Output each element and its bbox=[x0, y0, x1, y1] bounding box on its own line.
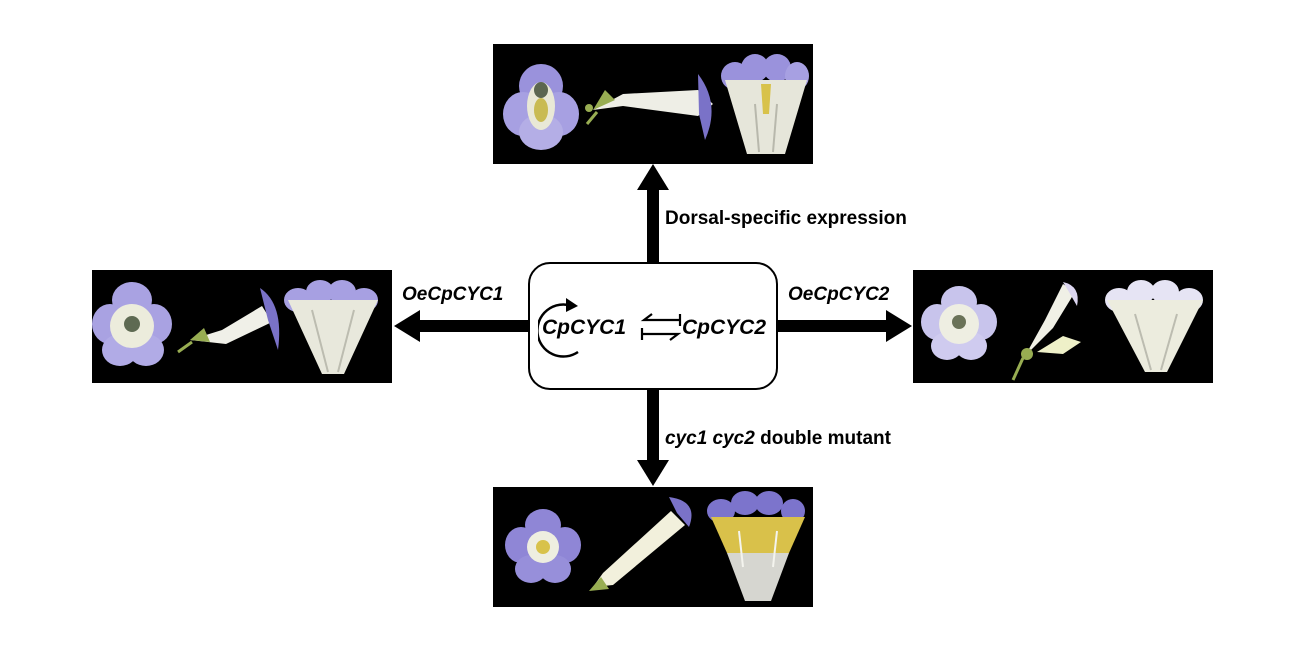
label-oecpcyc1: OeCpCYC1 bbox=[402, 284, 504, 305]
arrow-right bbox=[778, 310, 912, 342]
gene-cpcyc1-label: CpCYC1 bbox=[542, 316, 627, 339]
arrow-left bbox=[394, 310, 528, 342]
flower-dissected-view bbox=[1105, 280, 1203, 372]
flower-front-view bbox=[921, 286, 997, 360]
flower-front-view bbox=[503, 64, 579, 150]
photo-panel-oecpcyc2 bbox=[913, 270, 1213, 383]
photo-panel-oecpcyc1 bbox=[92, 270, 392, 383]
label-dorsal-specific-expression: Dorsal-specific expression bbox=[665, 208, 907, 229]
flower-front-view bbox=[505, 509, 581, 583]
flower-photos-bottom bbox=[505, 491, 805, 601]
label-cyc1-cyc2: cyc1 cyc2 bbox=[665, 428, 755, 449]
flower-side-view bbox=[1011, 282, 1081, 381]
label-oecpcyc2: OeCpCYC2 bbox=[788, 284, 890, 305]
flower-dissected-view bbox=[707, 491, 805, 601]
flower-photos-left bbox=[92, 280, 378, 374]
flower-dissected-view bbox=[721, 54, 809, 154]
gene-cpcyc2-label: CpCYC2 bbox=[682, 316, 767, 339]
flower-side-view bbox=[177, 288, 280, 354]
photo-panel-dorsal-specific bbox=[493, 44, 813, 164]
flower-photos-right bbox=[921, 280, 1203, 381]
label-double-mutant-text: double mutant bbox=[754, 428, 891, 449]
regulation-box: CpCYC1 CpCYC2 bbox=[528, 262, 778, 390]
flower-photos-top bbox=[503, 54, 809, 154]
label-double-mutant: cyc1 cyc2 double mutant bbox=[665, 428, 891, 450]
flower-dissected-view bbox=[284, 280, 378, 374]
mutual-regulation-arrows-icon bbox=[640, 313, 682, 341]
self-activation-arrow-icon bbox=[538, 298, 579, 358]
flower-side-view bbox=[585, 74, 713, 140]
flower-front-view bbox=[92, 282, 172, 366]
flower-side-view bbox=[589, 497, 692, 591]
photo-panel-double-mutant bbox=[493, 487, 813, 607]
